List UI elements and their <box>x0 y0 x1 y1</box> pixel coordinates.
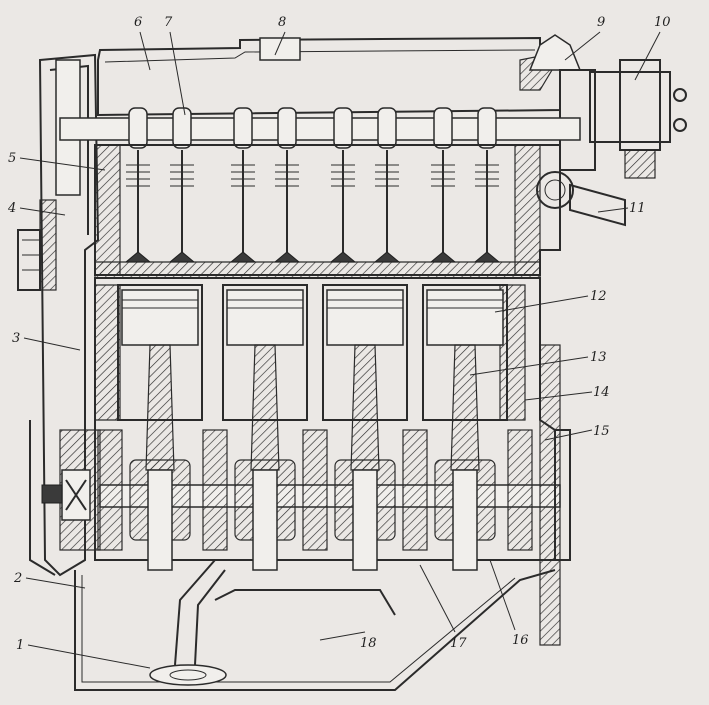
valve-spring <box>475 164 499 187</box>
crank-pin <box>352 469 378 571</box>
connecting-rod <box>450 344 480 471</box>
leader-line <box>469 356 589 376</box>
valve-head <box>473 251 501 263</box>
valve-head <box>373 251 401 263</box>
callout-15: 15 <box>593 424 610 439</box>
main-bearing <box>402 429 428 551</box>
connecting-rod <box>250 344 280 471</box>
callout-13: 13 <box>590 350 607 365</box>
valve-spring <box>431 164 455 187</box>
leader-line <box>19 207 66 216</box>
connecting-rod <box>350 344 380 471</box>
callout-16: 16 <box>512 633 529 648</box>
leader-line <box>634 31 661 81</box>
camshaft <box>59 107 581 149</box>
callout-17: 17 <box>450 636 467 651</box>
callout-3: 3 <box>12 331 21 346</box>
valve-head <box>429 251 457 263</box>
piston <box>326 289 404 346</box>
callout-11: 11 <box>629 201 646 216</box>
main-bearing <box>507 429 533 551</box>
cam-lobe <box>333 107 353 149</box>
valve-head <box>229 251 257 263</box>
valve-spring <box>275 164 299 187</box>
valve-spring <box>231 164 255 187</box>
callout-1: 1 <box>16 638 25 653</box>
thermostat-housing <box>536 171 626 227</box>
oil-filler-cap <box>259 37 301 61</box>
oil-pan <box>74 569 556 691</box>
valve-spring <box>126 164 150 187</box>
crank-pin <box>252 469 278 571</box>
valve-head <box>168 251 196 263</box>
callout-9: 9 <box>597 15 606 30</box>
main-bearing <box>97 429 123 551</box>
cam-lobe <box>477 107 497 149</box>
cylinder-block <box>94 277 556 561</box>
cam-lobe <box>377 107 397 149</box>
callout-18: 18 <box>360 636 377 651</box>
cam-lobe <box>433 107 453 149</box>
leader-line <box>489 559 516 631</box>
callout-10: 10 <box>654 15 671 30</box>
fuel-pump <box>589 59 687 179</box>
piston <box>121 289 199 346</box>
leader-line <box>544 429 593 441</box>
leader-line <box>564 31 601 61</box>
front-pulley <box>17 199 57 291</box>
crankshaft-pulley <box>29 420 101 576</box>
main-bearing <box>302 429 328 551</box>
valve-spring <box>170 164 194 187</box>
leader-line <box>274 31 286 56</box>
callout-4: 4 <box>8 201 17 216</box>
callout-8: 8 <box>278 15 287 30</box>
leader-line <box>419 564 456 633</box>
callout-5: 5 <box>8 151 17 166</box>
leader-lines <box>19 31 661 669</box>
flywheel <box>539 344 571 646</box>
callout-12: 12 <box>590 289 607 304</box>
valve-head <box>329 251 357 263</box>
valve-spring <box>375 164 399 187</box>
cam-lobe <box>277 107 297 149</box>
leader-line <box>27 644 151 669</box>
piston <box>426 289 504 346</box>
connecting-rod <box>145 344 175 471</box>
callout-14: 14 <box>593 385 610 400</box>
leader-line <box>597 207 629 213</box>
cam-lobe <box>128 107 148 149</box>
crank-pin <box>452 469 478 571</box>
callout-6: 6 <box>134 15 143 30</box>
valve-head <box>124 251 152 263</box>
piston <box>226 289 304 346</box>
leader-line <box>139 31 151 71</box>
crank-pin <box>147 469 173 571</box>
cylinder-head <box>94 144 561 279</box>
main-bearing <box>202 429 228 551</box>
leader-line <box>25 577 86 589</box>
valve-spring <box>331 164 355 187</box>
distributor <box>528 34 596 171</box>
leader-line <box>23 337 81 351</box>
valve-cover <box>97 36 561 117</box>
leader-line <box>524 391 593 401</box>
valve-head <box>273 251 301 263</box>
oil-pickup <box>149 559 227 686</box>
callout-2: 2 <box>14 571 23 586</box>
leader-line <box>494 295 589 313</box>
cam-lobe <box>172 107 192 149</box>
leader-line <box>19 157 106 171</box>
leader-line <box>319 631 366 641</box>
crankshaft <box>97 429 561 571</box>
cam-lobe <box>233 107 253 149</box>
callout-7: 7 <box>164 15 173 30</box>
leader-line <box>169 31 186 116</box>
